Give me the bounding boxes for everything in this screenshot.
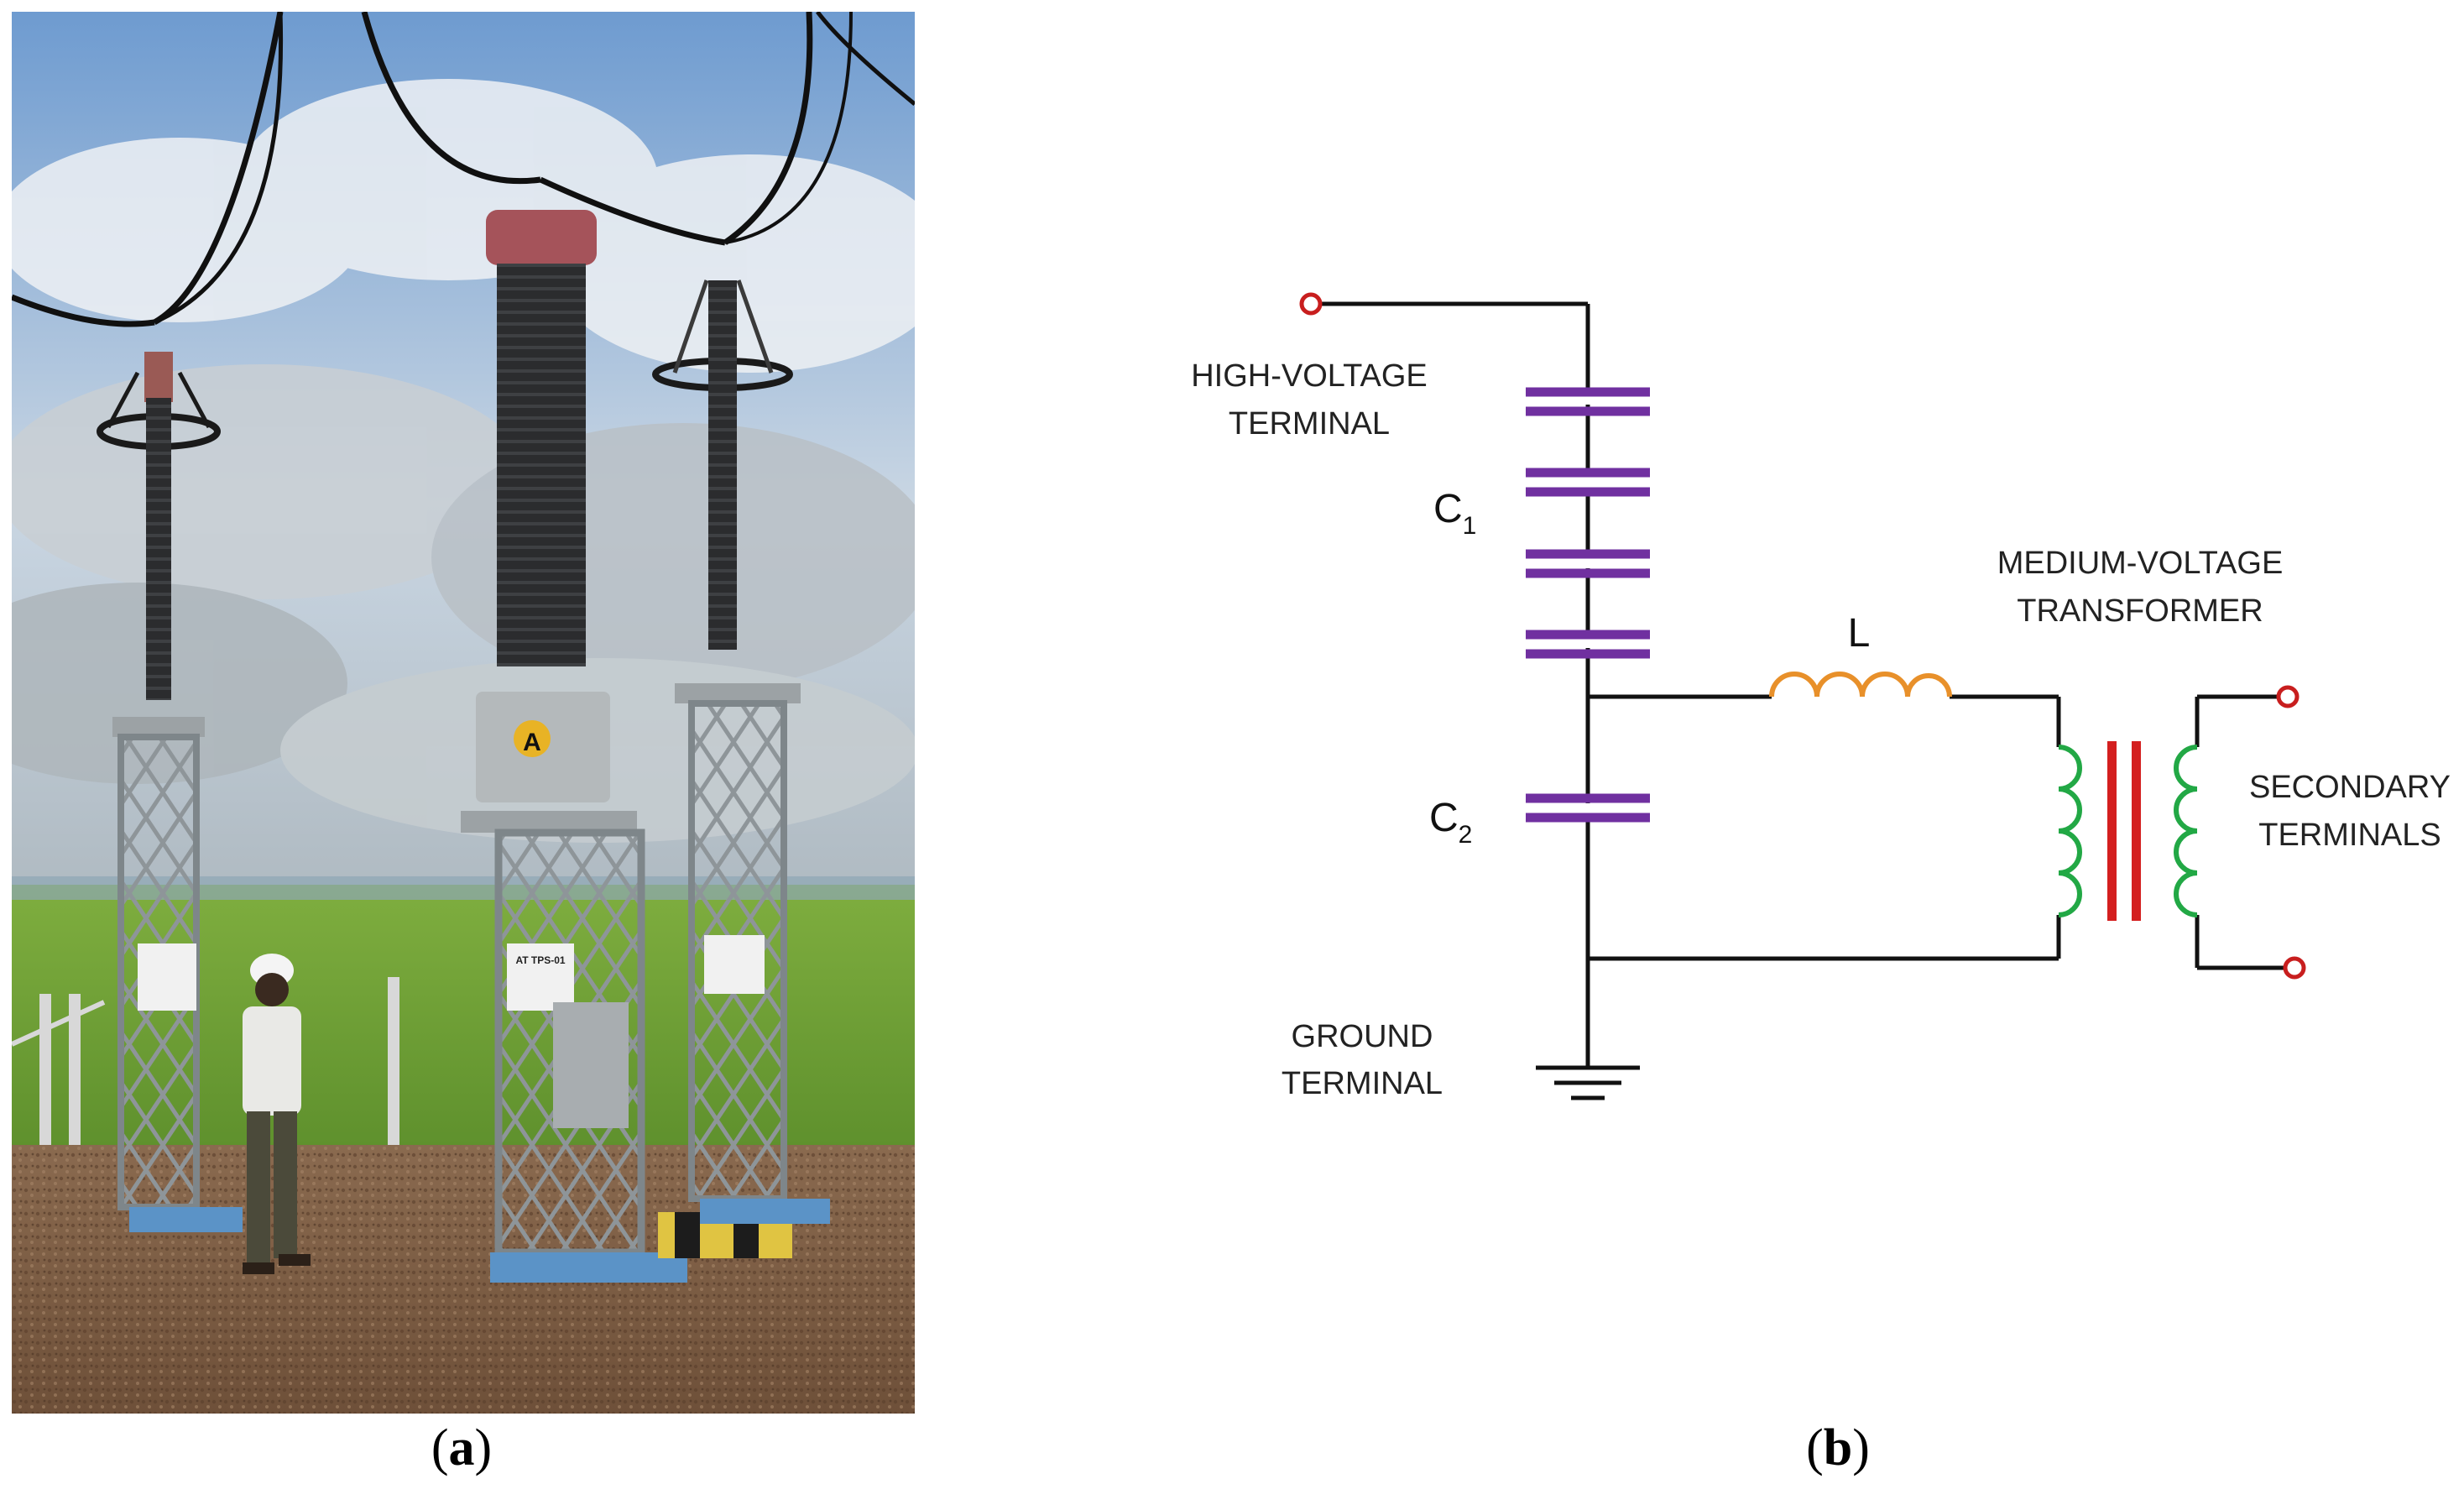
hv-terminal-label-1: HIGH-VOLTAGE xyxy=(1191,358,1428,394)
overhead-wires xyxy=(12,12,915,327)
c2-label: C2 xyxy=(1429,796,1472,849)
secondary-terminals-label-2: TERMINALS xyxy=(2258,818,2441,853)
capacitor-c2 xyxy=(1526,793,1650,823)
c2-label-main: C xyxy=(1429,796,1459,840)
center-instrument-transformer: A AT TPS-01 xyxy=(461,210,792,1283)
caption-b-letter: b xyxy=(1823,1419,1853,1476)
l-label: L xyxy=(1848,611,1871,656)
c2-label-sub: 2 xyxy=(1459,821,1473,849)
c1-label: C1 xyxy=(1433,487,1476,540)
secondary-terminal-top xyxy=(2276,685,2300,708)
mv-transformer-label-2: TRANSFORMER xyxy=(2017,593,2263,629)
circuit-wires xyxy=(1319,301,2286,1068)
right-instrument-transformer xyxy=(652,280,830,1224)
ground-terminal-label-1: GROUND xyxy=(1292,1019,1433,1054)
circuit-svg: HIGH-VOLTAGE TERMINAL C1 C2 L MEDIUM-VOL… xyxy=(1191,292,2451,1101)
substation-photo: A AT TPS-01 xyxy=(12,12,915,1414)
center-badge-letter: A xyxy=(523,729,541,756)
c1-label-main: C xyxy=(1433,487,1463,531)
ccvt-circuit-diagram: HIGH-VOLTAGE TERMINAL C1 C2 L MEDIUM-VOL… xyxy=(1091,210,2464,1217)
substation-illustration: A AT TPS-01 xyxy=(12,12,915,1414)
transformer-core xyxy=(2107,741,2141,921)
worker-figure xyxy=(243,954,311,1274)
secondary-terminal-bottom xyxy=(2283,956,2306,980)
hv-terminal-label-2: TERMINAL xyxy=(1229,406,1390,442)
ground-terminal-label-2: TERMINAL xyxy=(1282,1066,1443,1101)
inductor-l xyxy=(1769,672,1952,698)
caption-a-letter: a xyxy=(448,1419,475,1476)
left-instrument-transformer xyxy=(97,352,243,1232)
secondary-terminals-label-1: SECONDARY xyxy=(2249,770,2451,805)
caption-a: (a) xyxy=(431,1419,493,1476)
mv-transformer-label-1: MEDIUM-VOLTAGE xyxy=(1997,546,2284,581)
terminals xyxy=(1299,292,2306,980)
capacitor-c1 xyxy=(1526,387,1650,659)
c1-label-sub: 1 xyxy=(1463,512,1477,540)
ground-symbol xyxy=(1536,1065,1640,1100)
hv-terminal-point xyxy=(1299,292,1323,316)
caption-b: (b) xyxy=(1806,1419,1870,1476)
transformer-primary-coil xyxy=(2058,745,2082,917)
center-nameplate: AT TPS-01 xyxy=(515,954,565,966)
transformer-secondary-coil xyxy=(2174,745,2198,917)
